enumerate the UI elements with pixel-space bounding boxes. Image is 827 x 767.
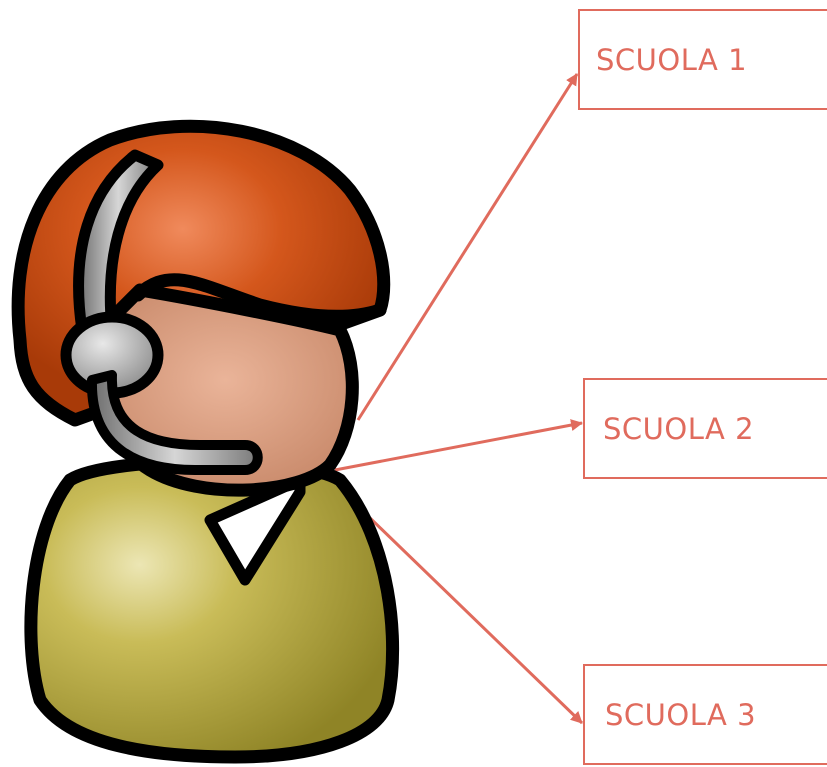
- node-scuola-3-label: SCUOLA 3: [605, 697, 757, 732]
- node-scuola-1-label: SCUOLA 1: [596, 42, 748, 77]
- arrow-to-scuola-1: [356, 73, 579, 421]
- headset-band: [73, 149, 164, 336]
- node-scuola-2-label: SCUOLA 2: [603, 411, 755, 446]
- operator-shirt: [24, 454, 400, 764]
- node-scuola-3: SCUOLA 3: [583, 664, 827, 765]
- call-center-operator-icon: [11, 119, 400, 764]
- operator-fringe: [131, 273, 387, 323]
- arrow-to-scuola-2: [334, 419, 583, 472]
- node-scuola-1: SCUOLA 1: [578, 9, 827, 110]
- node-scuola-2: SCUOLA 2: [583, 378, 827, 479]
- headset-microphone: [86, 370, 263, 475]
- connector-arrows: [334, 73, 584, 725]
- arrow-to-scuola-3: [368, 516, 584, 725]
